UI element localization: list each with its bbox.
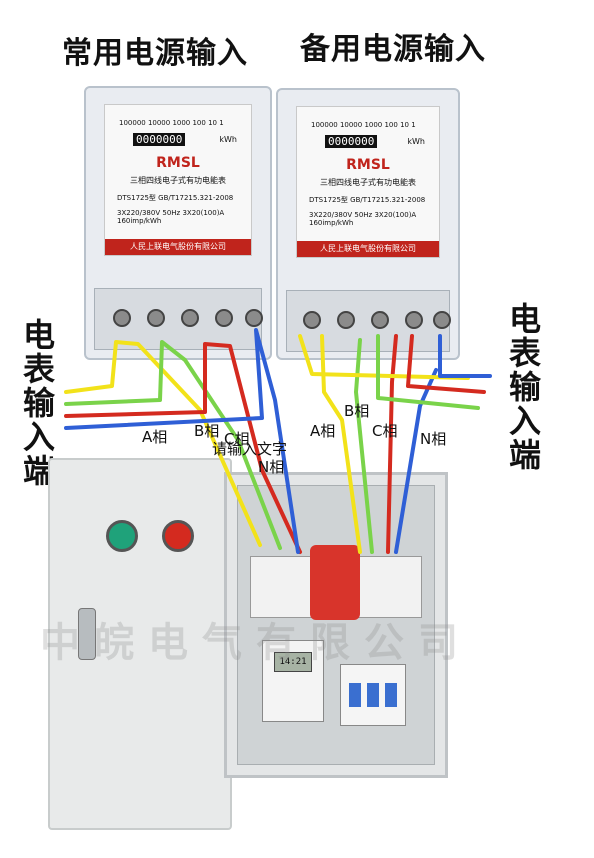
meter-rating: 3X220/380V xyxy=(309,211,353,219)
backup-supply-meter: 100000 10000 1000 100 10 1 0000000 kWh R… xyxy=(276,88,460,360)
register-scale: 100000 10000 1000 100 10 1 xyxy=(311,121,416,129)
meter-face: 100000 10000 1000 100 10 1 0000000 kWh R… xyxy=(104,104,252,256)
breaker-toggle[interactable] xyxy=(385,683,397,707)
meter-frequency: 50Hz xyxy=(354,211,373,219)
left-phase-c-label: C相 xyxy=(224,430,250,448)
terminal-screw xyxy=(433,311,451,329)
text-input-placeholder: 请输入文字 xyxy=(212,440,288,458)
main-supply-title: 常用电源输入 xyxy=(62,36,248,71)
meter-type: 三相四线电子式有功电能表 xyxy=(130,176,226,185)
door-lock-handle[interactable] xyxy=(78,608,96,660)
energy-register: 0000000 xyxy=(133,133,186,146)
meter-current: 3X20(100)A xyxy=(374,211,417,219)
meter-rating: 3X220/380V xyxy=(117,209,161,217)
meter-face: 100000 10000 1000 100 10 1 0000000 kWh R… xyxy=(296,106,440,258)
meter-standard: GB/T17215.321-2008 xyxy=(158,194,234,202)
meter-manufacturer: 人民上联电气股份有限公司 xyxy=(297,241,439,257)
watermark: 中皖电气有限公司 xyxy=(40,620,472,666)
main-supply-meter: 100000 10000 1000 100 10 1 0000000 kWh R… xyxy=(84,86,272,360)
breaker-toggle[interactable] xyxy=(367,683,379,707)
meter-spec: DTS1725型 GB/T17215.321-2008 xyxy=(309,195,425,205)
meter-terminal-block xyxy=(94,288,263,350)
right-phase-c-label: C相 xyxy=(372,422,398,440)
meter-standard: GB/T17215.321-2008 xyxy=(350,196,426,204)
unit-label: kWh xyxy=(219,135,237,144)
meter-manufacturer: 人民上联电气股份有限公司 xyxy=(105,239,251,255)
terminal-screw xyxy=(371,311,389,329)
register-scale: 100000 10000 1000 100 10 1 xyxy=(119,119,224,127)
terminal-screw xyxy=(245,309,263,327)
controller-display: 14:21 xyxy=(274,652,312,672)
right-phase-a-label: A相 xyxy=(310,422,336,440)
terminal-screw xyxy=(337,311,355,329)
backup-supply-title: 备用电源输入 xyxy=(300,32,486,67)
meter-constant: 160imp/kWh xyxy=(117,217,162,225)
indicator-lamp-green xyxy=(106,520,138,552)
right-phase-b-label: B相 xyxy=(344,402,370,420)
terminal-screw xyxy=(303,311,321,329)
terminal-screw xyxy=(215,309,233,327)
left-phase-a-label: A相 xyxy=(142,428,168,446)
transfer-switch-handle[interactable] xyxy=(310,545,360,620)
terminal-screw xyxy=(147,309,165,327)
breaker-toggle[interactable] xyxy=(349,683,361,707)
terminal-screw xyxy=(405,311,423,329)
meter-brand: RMSL xyxy=(156,155,200,171)
meter-frequency: 50Hz xyxy=(162,209,181,217)
left-neutral-label: N相 xyxy=(258,458,285,476)
right-neutral-label: N相 xyxy=(420,430,447,448)
indicator-lamp-red xyxy=(162,520,194,552)
meter-type: 三相四线电子式有功电能表 xyxy=(320,178,416,187)
meter-spec-rating: 3X220/380V 50Hz 3X20(100)A 160imp/kWh xyxy=(117,209,251,225)
circuit-breaker xyxy=(340,664,406,726)
meter-constant: 160imp/kWh xyxy=(309,219,354,227)
meter-brand: RMSL xyxy=(346,157,390,173)
meter-spec: DTS1725型 GB/T17215.321-2008 xyxy=(117,193,233,203)
meter-spec-rating: 3X220/380V 50Hz 3X20(100)A 160imp/kWh xyxy=(309,211,439,227)
meter-current: 3X20(100)A xyxy=(182,209,225,217)
unit-label: kWh xyxy=(407,137,425,146)
right-meter-input-label: 电表输入端 xyxy=(504,302,542,472)
energy-register: 0000000 xyxy=(325,135,378,148)
terminal-screw xyxy=(113,309,131,327)
terminal-screw xyxy=(181,309,199,327)
left-phase-b-label: B相 xyxy=(194,422,220,440)
meter-model: DTS1725型 xyxy=(309,196,348,204)
meter-model: DTS1725型 xyxy=(117,194,156,202)
meter-terminal-block xyxy=(286,290,451,352)
